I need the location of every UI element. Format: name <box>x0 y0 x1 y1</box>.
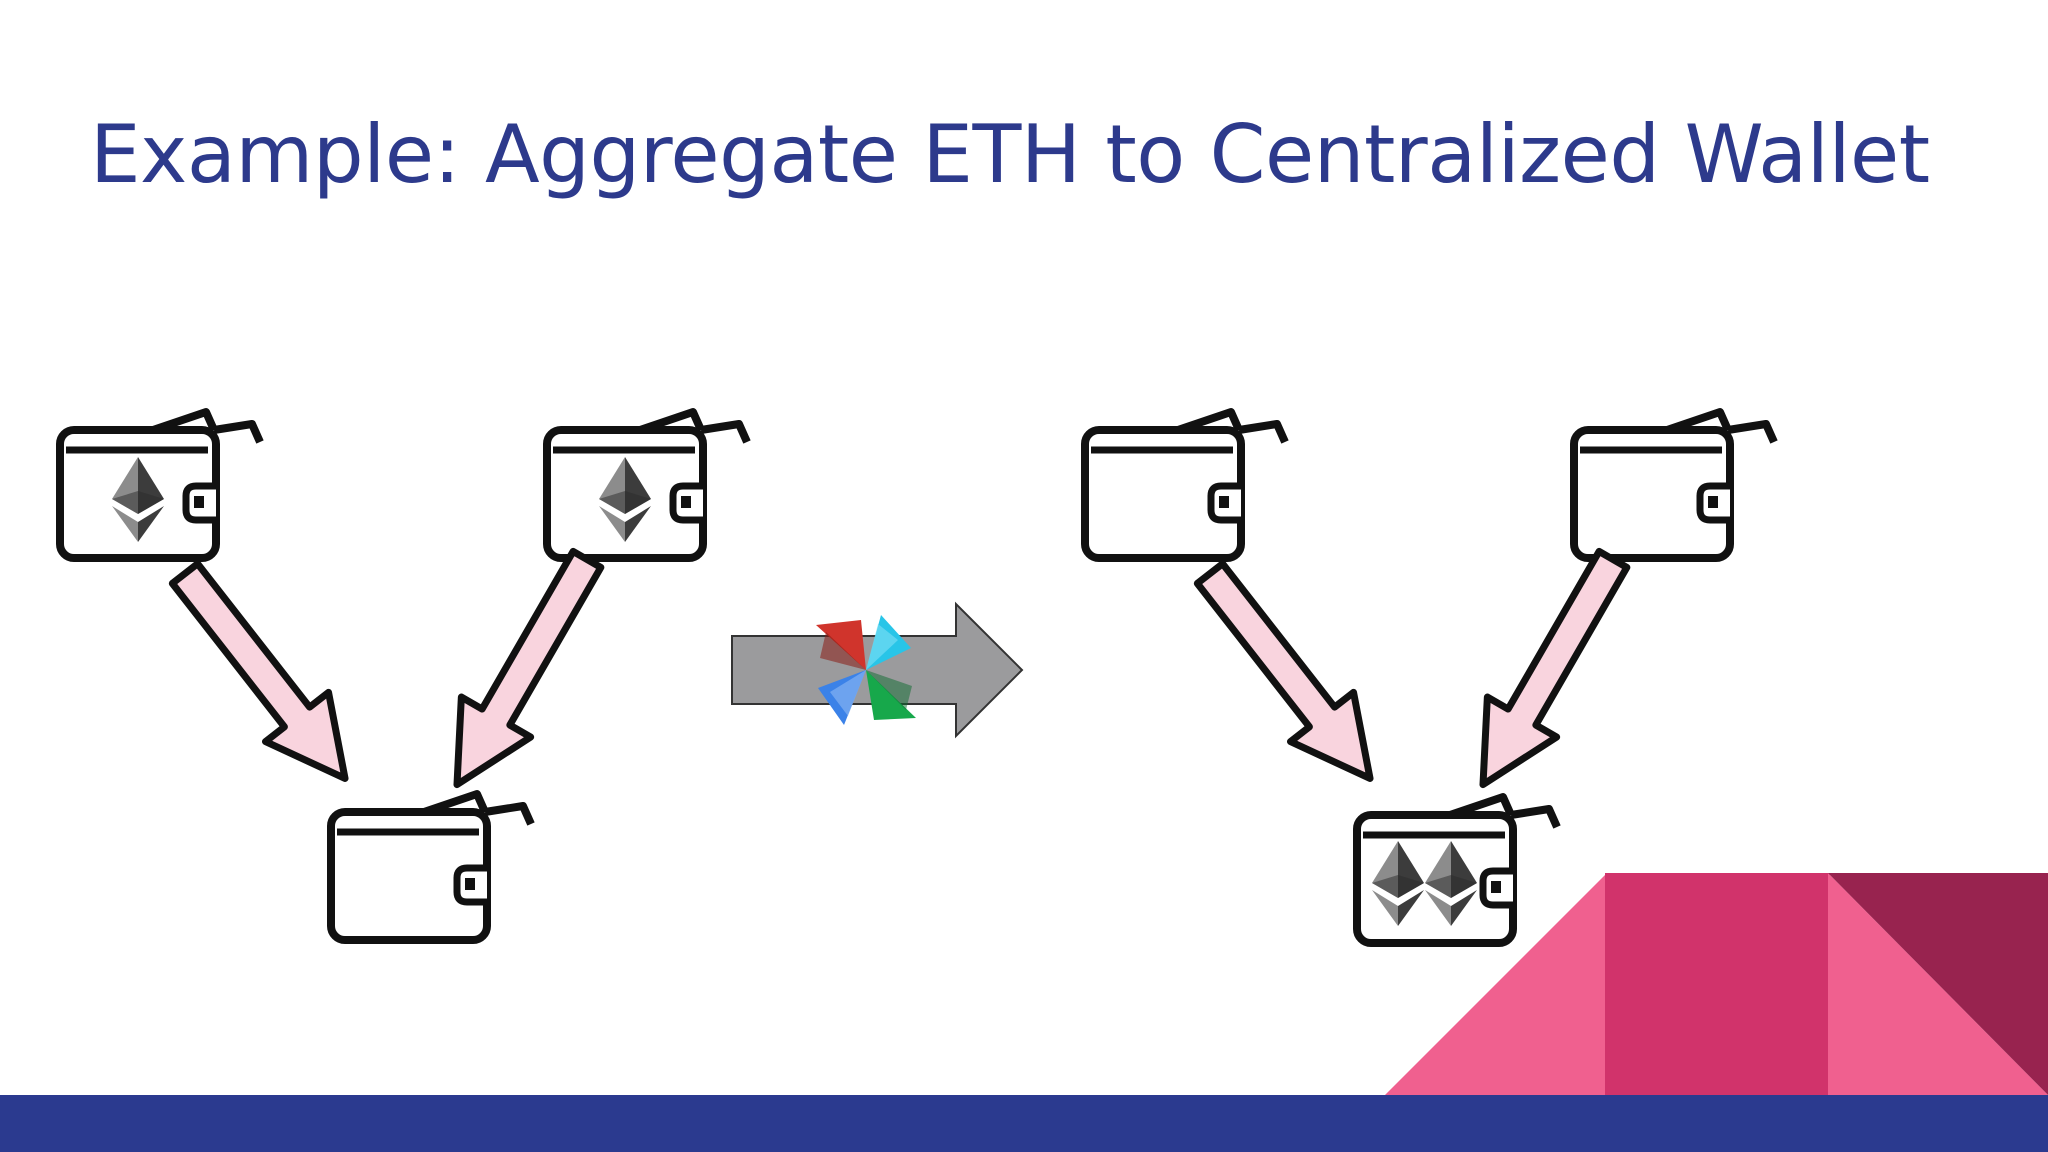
corner-decoration <box>1385 873 2048 1095</box>
transition-arrow <box>731 601 1024 739</box>
footer-band <box>0 1095 2048 1152</box>
slide-title: Example: Aggregate ETH to Centralized Wa… <box>90 108 1930 201</box>
before-flow-arrow-right <box>422 539 621 804</box>
after-flow-arrow-right <box>1448 539 1647 804</box>
after-wallet-right <box>1574 412 1774 558</box>
before-wallet-left <box>60 412 260 558</box>
before-wallet-destination <box>331 794 531 940</box>
before-flow-arrow-left <box>153 549 376 803</box>
after-wallet-destination <box>1357 797 1557 943</box>
after-wallet-left <box>1085 412 1285 558</box>
after-flow-arrow-left <box>1178 549 1401 803</box>
pinwheel-logo-icon <box>816 615 916 725</box>
before-wallet-right <box>547 412 747 558</box>
